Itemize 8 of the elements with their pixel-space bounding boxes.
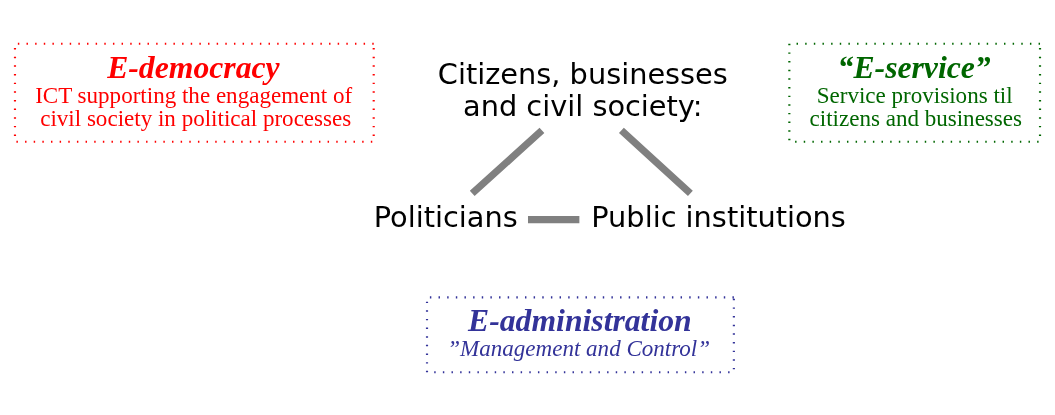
node-text: Public institutions: [591, 199, 846, 234]
connector: [469, 127, 545, 196]
connector: [619, 127, 693, 196]
node-box: E-administration ”Management and Control”: [425, 295, 735, 373]
node-box: “E-service” Service provisions til citizens and businesses: [788, 42, 1042, 143]
node-text: Citizens, businesses and civil society:: [437, 56, 728, 123]
node-text: Politicians: [373, 199, 518, 234]
node-box: E-democracy ICT supporting the engagement of civil society in political processes: [13, 42, 375, 143]
